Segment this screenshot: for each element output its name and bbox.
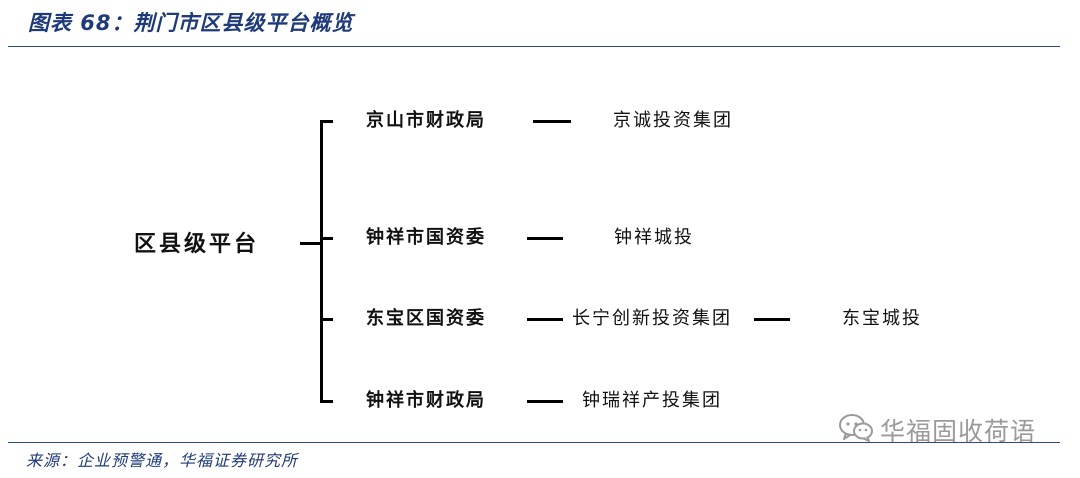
authority-node: 钟祥市财政局	[366, 390, 486, 411]
watermark: 华福固收荷语	[838, 412, 1036, 448]
branch-connector	[754, 318, 790, 321]
branch-connector	[533, 120, 571, 123]
bracket-tick-2	[320, 237, 333, 240]
platform-node: 东宝城投	[842, 308, 922, 329]
bracket-spine	[320, 120, 323, 403]
bracket-tick-4	[320, 400, 333, 403]
platform-node: 京诚投资集团	[613, 110, 733, 131]
authority-node: 东宝区国资委	[366, 308, 486, 329]
footer-divider	[8, 442, 1060, 443]
bracket-tick-1	[320, 120, 333, 123]
branch-connector	[527, 237, 563, 240]
authority-node: 京山市财政局	[366, 110, 486, 131]
authority-node: 钟祥市国资委	[366, 227, 486, 248]
platform-node: 钟祥城投	[614, 227, 694, 248]
branch-connector	[527, 318, 563, 321]
bracket-tick-3	[320, 318, 333, 321]
watermark-text: 华福固收荷语	[880, 417, 1037, 446]
root-node: 区县级平台	[134, 231, 260, 257]
platform-node: 长宁创新投资集团	[572, 308, 732, 329]
root-connector	[300, 242, 322, 245]
platform-node: 钟瑞祥产投集团	[582, 390, 722, 411]
wechat-icon	[838, 413, 874, 447]
branch-connector	[527, 400, 563, 403]
figure-title: 图表 68：荆门市区县级平台概览	[28, 11, 354, 35]
source-note: 来源：企业预警通，华福证券研究所	[26, 451, 299, 470]
title-divider	[8, 46, 1060, 47]
